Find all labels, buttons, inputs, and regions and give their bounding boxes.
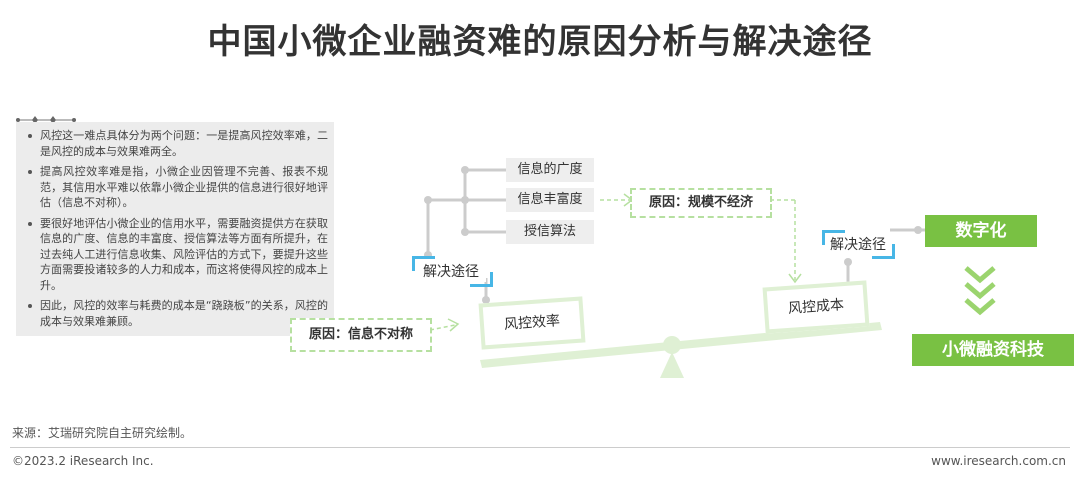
cause-information-asymmetry: 原因：信息不对称 — [290, 318, 432, 352]
explanation-list: 风控这一难点具体分为两个问题：一是提高风控效率难，二是风控的成本与效果难两全。 … — [16, 122, 334, 329]
lever-risk-cost: 风控成本 — [762, 280, 870, 334]
solution-bracket-left-bottom — [470, 272, 493, 287]
cause-diseconomies-of-scale: 原因：规模不经济 — [630, 188, 772, 218]
footer-divider — [10, 447, 1070, 448]
footer-copyright: ©2023.2 iResearch Inc. — [12, 454, 154, 468]
solution-label-right: 解决途径 — [826, 235, 890, 255]
factor-credit-algorithm: 授信算法 — [506, 220, 594, 244]
explanation-item: 要很好地评估小微企业的信用水平，需要融资提供方在获取信息的广度、信息的丰富度、授… — [28, 216, 328, 292]
source-note: 来源：艾瑞研究院自主研究绘制。 — [12, 426, 193, 440]
factor-info-richness: 信息丰富度 — [506, 188, 594, 212]
factor-info-breadth: 信息的广度 — [506, 158, 594, 182]
digitalization-box: 数字化 — [925, 215, 1037, 247]
solution-bracket-left-top — [412, 256, 435, 271]
explanation-item: 因此，风控的效率与耗费的成本是“跷跷板”的关系，风控的成本与效果难兼顾。 — [28, 299, 328, 328]
solution-bracket-right-top — [822, 230, 845, 245]
page-title: 中国小微企业融资难的原因分析与解决途径 — [207, 22, 873, 62]
explanation-item: 提高风控效率难是指，小微企业因管理不完善、报表不规范，其信用水平难以依靠小微企业… — [28, 165, 328, 209]
solution-bracket-right-bottom — [872, 244, 895, 259]
explanation-item: 风控这一难点具体分为两个问题：一是提高风控效率难，二是风控的成本与效果难两全。 — [28, 129, 328, 158]
explanation-panel: 风控这一难点具体分为两个问题：一是提高风控效率难，二是风控的成本与效果难两全。 … — [16, 122, 334, 336]
sme-fintech-box: 小微融资科技 — [912, 334, 1074, 366]
lever-risk-efficiency: 风控效率 — [478, 296, 586, 350]
footer-website: www.iresearch.com.cn — [931, 454, 1066, 468]
solution-label-left: 解决途径 — [416, 262, 486, 282]
